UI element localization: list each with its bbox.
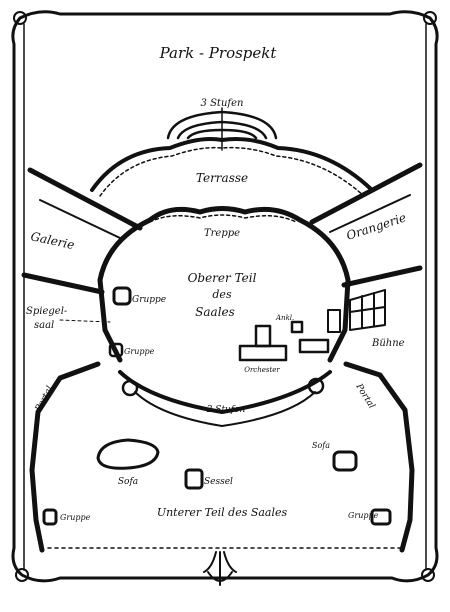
gruppe-left-lower-label: Gruppe: [124, 347, 155, 356]
sofa-left-label: Sofa: [118, 477, 138, 487]
group-bottom-left-label: Gruppe: [60, 513, 91, 522]
orangerie-label: Orangerie: [345, 210, 408, 242]
orchestra-label: Orchester: [244, 366, 280, 374]
wing-lines: [21, 162, 423, 295]
lower-hall-walls: [29, 361, 415, 553]
lower-hall-label: Unterer Teil des Saales: [157, 506, 288, 519]
upper-hall-label-1: Oberer Teil: [188, 271, 257, 285]
sessel-label: Sessel: [204, 477, 233, 487]
group-bottom-right-label: Gruppe: [348, 511, 379, 520]
bottom-ornament: [203, 551, 237, 586]
upper-hall: [97, 206, 351, 363]
buehne-label: Bühne: [371, 338, 405, 349]
spiegel-label-2: saal: [34, 320, 54, 331]
galerie-label: Galerie: [29, 229, 75, 252]
stage-grid: [327, 289, 386, 333]
terrace: [90, 137, 374, 197]
group-bottom-left: [42, 508, 58, 526]
left-group-lower: [108, 342, 124, 358]
orchestra: [238, 320, 330, 362]
middle-stairs: [118, 370, 332, 427]
portal-right-label: Portal: [353, 381, 377, 410]
sofa-left: [96, 438, 160, 470]
upper-hall-label-3: Saales: [195, 305, 235, 319]
sofa-right-label: Sofa: [312, 441, 330, 450]
spiegel-label-1: Spiegel-: [26, 306, 68, 317]
sofa-right: [332, 450, 358, 472]
gruppe-left-label: Gruppe: [132, 295, 166, 305]
ornamental-frame: [11, 10, 439, 583]
stairs-mid-label: 2 Stufen: [206, 405, 246, 415]
upper-hall-label-2: des: [212, 288, 232, 301]
plan-title: Park - Prospekt: [159, 44, 278, 62]
top-stairs: [166, 107, 278, 151]
stairs-top-label: 3 Stufen: [201, 98, 244, 109]
sessel: [184, 468, 204, 490]
group-bottom-right: [370, 508, 392, 526]
treppe-label: Treppe: [204, 228, 240, 239]
small-label-right: Ankl.: [275, 314, 294, 322]
terrace-label: Terrasse: [196, 171, 248, 185]
left-group-upper: [112, 286, 132, 306]
portal-left-label: Portal: [33, 385, 55, 415]
